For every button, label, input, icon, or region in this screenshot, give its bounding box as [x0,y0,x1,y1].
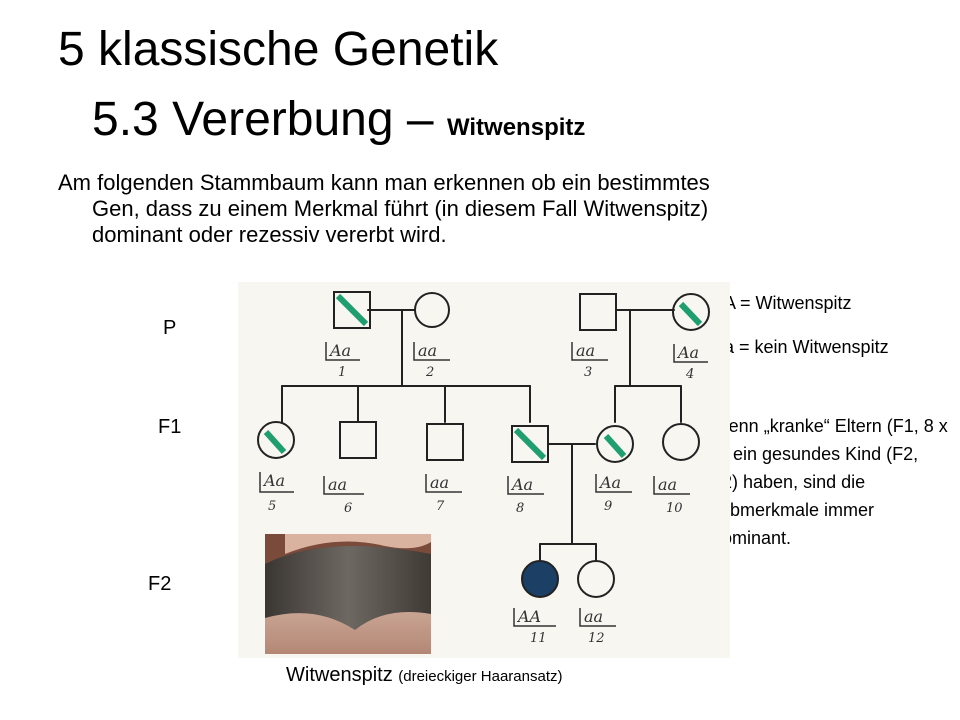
genotype-label-5: Aa [262,471,285,490]
number-label-4: 4 [685,367,694,382]
number-label-3: 3 [584,365,592,380]
dominance-note: Wenn „kranke“ Eltern (F1, 8 x 9) ein ges… [712,416,948,548]
generation-label-p: P [163,317,177,339]
genotype-label-3: aa [576,341,595,360]
individual-5-circle [257,421,295,459]
individual-10-circle [662,423,700,461]
forehead-area [265,612,431,654]
caption-main: Witwenspitz [286,664,399,686]
legend-dominant: A = Witwenspitz [724,293,852,313]
individual-7-square [426,423,464,461]
genotype-label-1: Aa [328,341,351,360]
individual-6-square [339,421,377,459]
intro-paragraph: Am folgenden Stammbaum kann man erkennen… [58,170,898,248]
affected-marker-1 [335,293,369,327]
number-label-1: 1 [338,365,346,380]
genotype-label-12: aa [584,607,603,626]
number-label-5: 5 [268,499,276,514]
affected-marker-5 [263,429,287,455]
individual-9-circle [596,425,634,463]
underline-4 [673,344,708,363]
slide-title: 5 klassische Genetik [58,23,499,76]
number-label-12: 12 [588,631,605,646]
affected-marker-4 [678,301,703,327]
intro-line-3: dominant oder rezessiv vererbt wird. [92,222,447,247]
genotype-underlines [259,342,708,627]
underline-6 [323,476,364,495]
number-label-10: 10 [666,501,683,516]
individual-2-circle [414,292,450,328]
number-label-7: 7 [436,499,445,514]
individual-11-circle [521,560,559,598]
genotype-label-11: AA [516,607,541,626]
individual-12-circle [577,560,615,598]
underline-7 [425,474,462,493]
generation-label-f1: F1 [158,416,182,438]
affected-marker-9 [603,433,627,459]
genotype-label-4: Aa [676,343,699,362]
number-label-2: 2 [425,365,434,380]
underline-8 [507,476,544,495]
subtitle-topic: Witwenspitz [446,114,586,141]
genotype-label-10: aa [658,475,677,494]
underline-1 [325,342,360,361]
photo-caption: Witwenspitz (dreieckiger Haaransatz) [286,664,562,687]
genotype-label-8: Aa [510,475,533,494]
intro-line-2: Gen, dass zu einem Merkmal führt (in die… [92,196,709,221]
genotype-label-6: aa [328,475,347,494]
number-label-11: 11 [530,631,547,646]
number-label-6: 6 [344,501,352,516]
intro-line-1: Am folgenden Stammbaum kann man erkennen… [58,170,710,195]
genotype-label-9: Aa [598,473,621,492]
underline-2 [413,342,450,361]
caption-detail: (dreieckiger Haaransatz) [398,668,563,685]
underline-5 [259,472,294,493]
underline-9 [595,474,632,493]
legend-recessive: a = kein Witwenspitz [724,337,889,357]
individual-8-square [511,425,549,463]
number-label-9: 9 [604,499,612,514]
genotype-label-2: aa [418,341,437,360]
individual-3-square [579,293,617,331]
subtitle-main: 5.3 Vererbung – [92,93,447,146]
individual-4-circle [672,293,710,331]
affected-marker-8 [513,427,547,461]
generation-label-f2: F2 [148,573,172,595]
widows-peak-photo [265,534,431,654]
hand-on-head [285,534,431,554]
genotype-label-7: aa [430,473,449,492]
number-label-8: 8 [516,501,524,516]
underline-10 [653,476,690,495]
slide-subtitle: 5.3 Vererbung – Witwenspitz [92,92,585,147]
individual-1-square [333,291,371,329]
underline-11 [513,608,556,627]
underline-3 [571,342,608,361]
underline-12 [579,608,616,627]
